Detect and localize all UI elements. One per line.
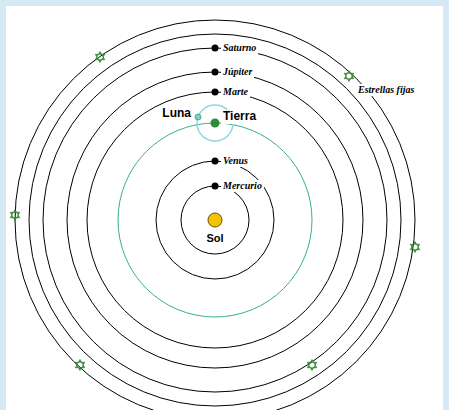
star-symbol xyxy=(307,360,317,371)
moon-dot xyxy=(195,114,201,120)
star-shape xyxy=(75,360,85,371)
earth-dot xyxy=(211,119,220,128)
region-label: Estrellas fijas xyxy=(356,84,416,96)
star-symbol xyxy=(75,360,85,371)
star-symbol xyxy=(10,210,20,221)
orbit-jupiter xyxy=(67,72,363,368)
orbit-mars xyxy=(87,92,343,348)
star-shape xyxy=(344,71,354,82)
star-shape xyxy=(307,360,317,371)
planet-label: Saturno xyxy=(221,42,258,54)
orbits xyxy=(15,20,415,410)
orbit-stars-inner xyxy=(29,34,401,406)
planet-dot xyxy=(212,158,219,165)
orbit-stars xyxy=(15,20,415,410)
planets xyxy=(212,45,219,190)
ground xyxy=(6,6,443,410)
planet-label: Mercurio xyxy=(221,180,264,192)
planet-label: Venus xyxy=(221,155,250,167)
sun-label: Sol xyxy=(204,232,225,245)
planet-dot xyxy=(212,89,219,96)
orbit-venus xyxy=(156,161,274,279)
star-symbol xyxy=(344,71,354,82)
earth-label: Tierra xyxy=(221,110,258,124)
star-shape xyxy=(10,210,20,221)
star-symbol xyxy=(410,242,420,253)
star-shape xyxy=(95,52,105,63)
sun-disc xyxy=(208,213,222,227)
star-symbol xyxy=(95,52,105,63)
planet-dot xyxy=(212,69,219,76)
moon-label: Luna xyxy=(160,107,193,121)
orbit-saturn xyxy=(43,48,387,392)
planet-dot xyxy=(212,45,219,52)
planet-label: Marte xyxy=(221,86,250,98)
planet-dot xyxy=(212,183,219,190)
fixed-stars xyxy=(10,52,420,371)
orbit-earth xyxy=(118,123,312,317)
orbit-mercury xyxy=(181,186,249,254)
star-shape xyxy=(410,242,420,253)
planet-label: Júpiter xyxy=(221,66,254,78)
